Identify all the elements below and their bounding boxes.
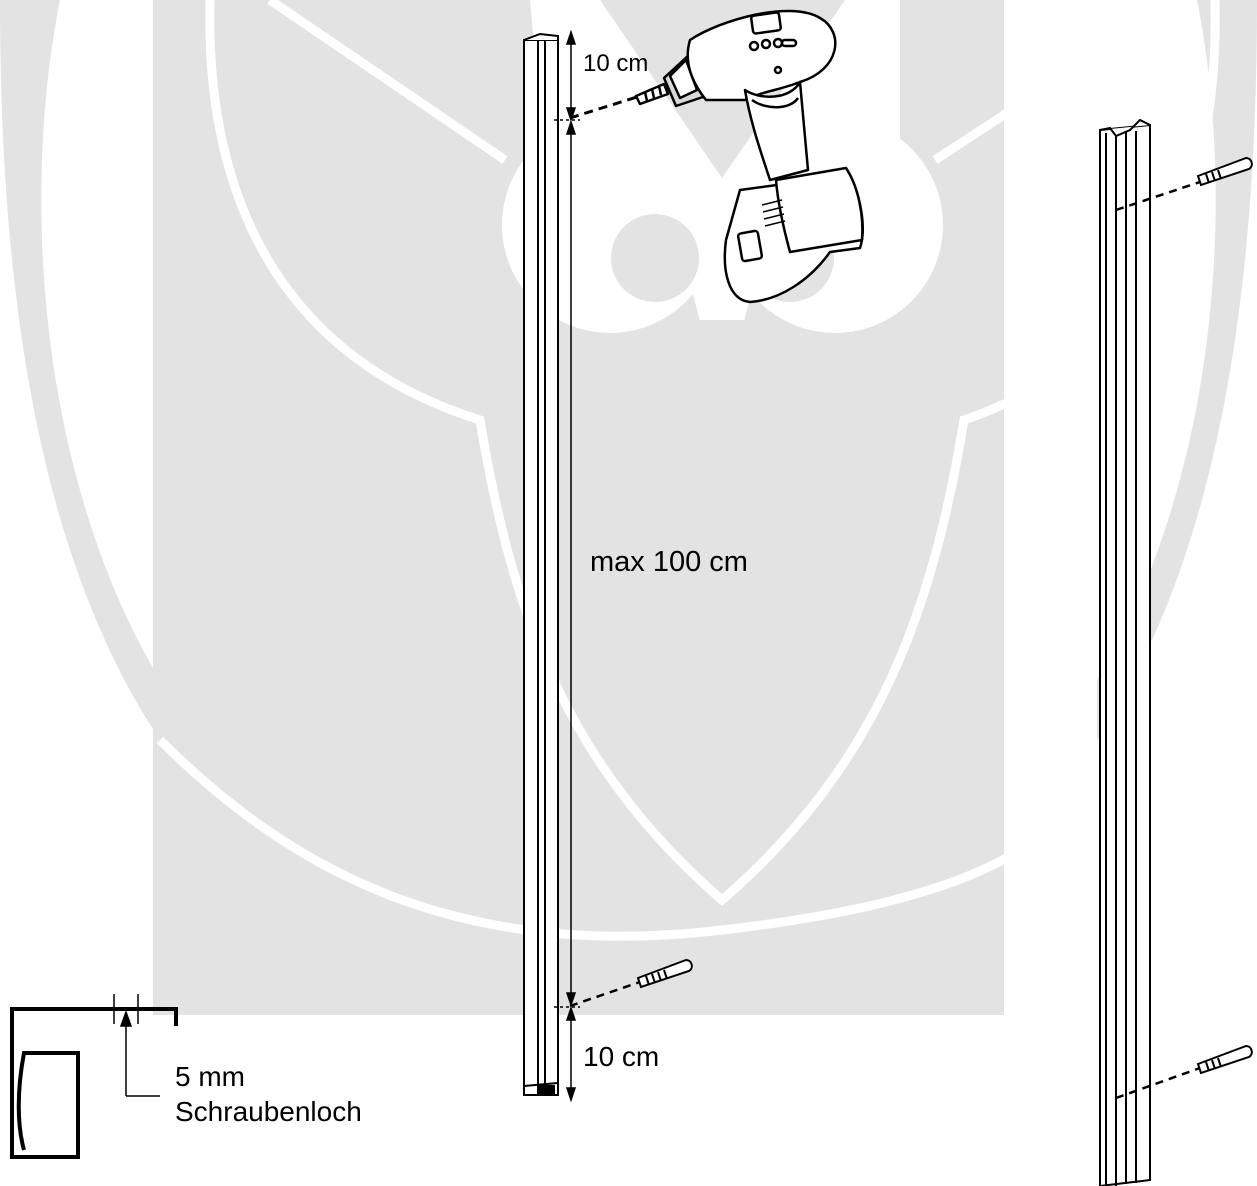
wall-plug-icon: [636, 958, 693, 989]
drill-path: [569, 94, 641, 120]
dimension-bottom-label: 10 cm: [583, 1041, 660, 1072]
hole-markers: [554, 119, 580, 1008]
center-rail: [523, 32, 559, 1096]
drill-path-bottom: [569, 980, 641, 1008]
screw-hole-marker: [113, 994, 160, 1097]
hole-size-label: 5 mm: [175, 1061, 245, 1092]
dimension-lines: [565, 29, 577, 1103]
hole-name-label: Schraubenloch: [175, 1096, 362, 1127]
wall-plug-icon: [1196, 1044, 1253, 1075]
wall-plug-icon: [1196, 156, 1253, 187]
dimension-span-label: max 100 cm: [590, 546, 748, 578]
profile-cross-section: [10, 1007, 178, 1159]
dimension-top-label: 10 cm: [583, 50, 649, 77]
cordless-drill-icon: [634, 9, 864, 304]
right-rail: [1099, 118, 1151, 1186]
right-rail-paths: [1115, 180, 1201, 1100]
